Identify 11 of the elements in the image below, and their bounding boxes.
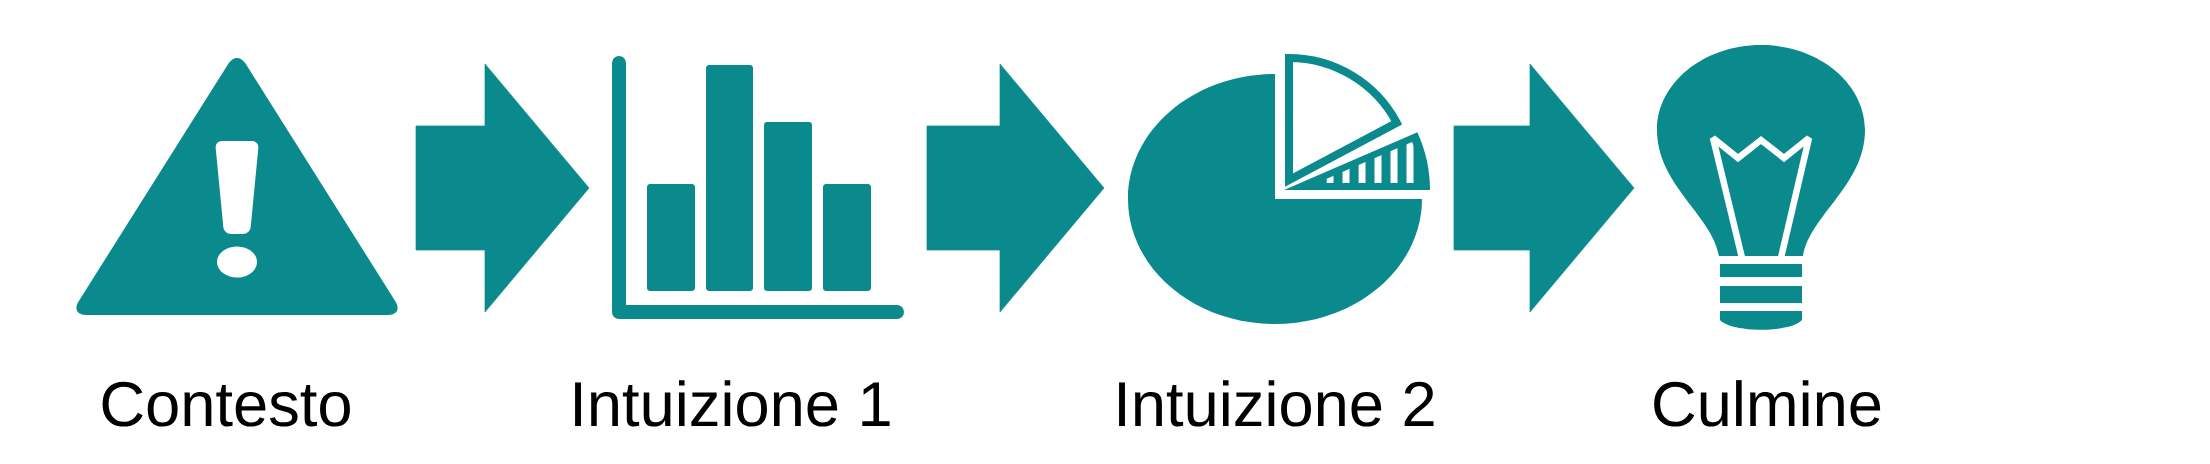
caption-label: Intuizione 2: [1119, 380, 1434, 427]
block-arrow: [415, 63, 590, 313]
warning-sign-icon: [76, 57, 398, 315]
bar-chart-icon: [612, 56, 904, 319]
light-bulb-icon: [1657, 45, 1865, 330]
pie-chart-icon: [1128, 54, 1430, 324]
block-arrow: [926, 63, 1105, 313]
caption-label: Culmine: [1654, 380, 1881, 427]
caption-label: Contesto: [102, 381, 350, 427]
block-arrow: [1453, 63, 1635, 313]
caption-label: Intuizione 1: [575, 380, 890, 427]
